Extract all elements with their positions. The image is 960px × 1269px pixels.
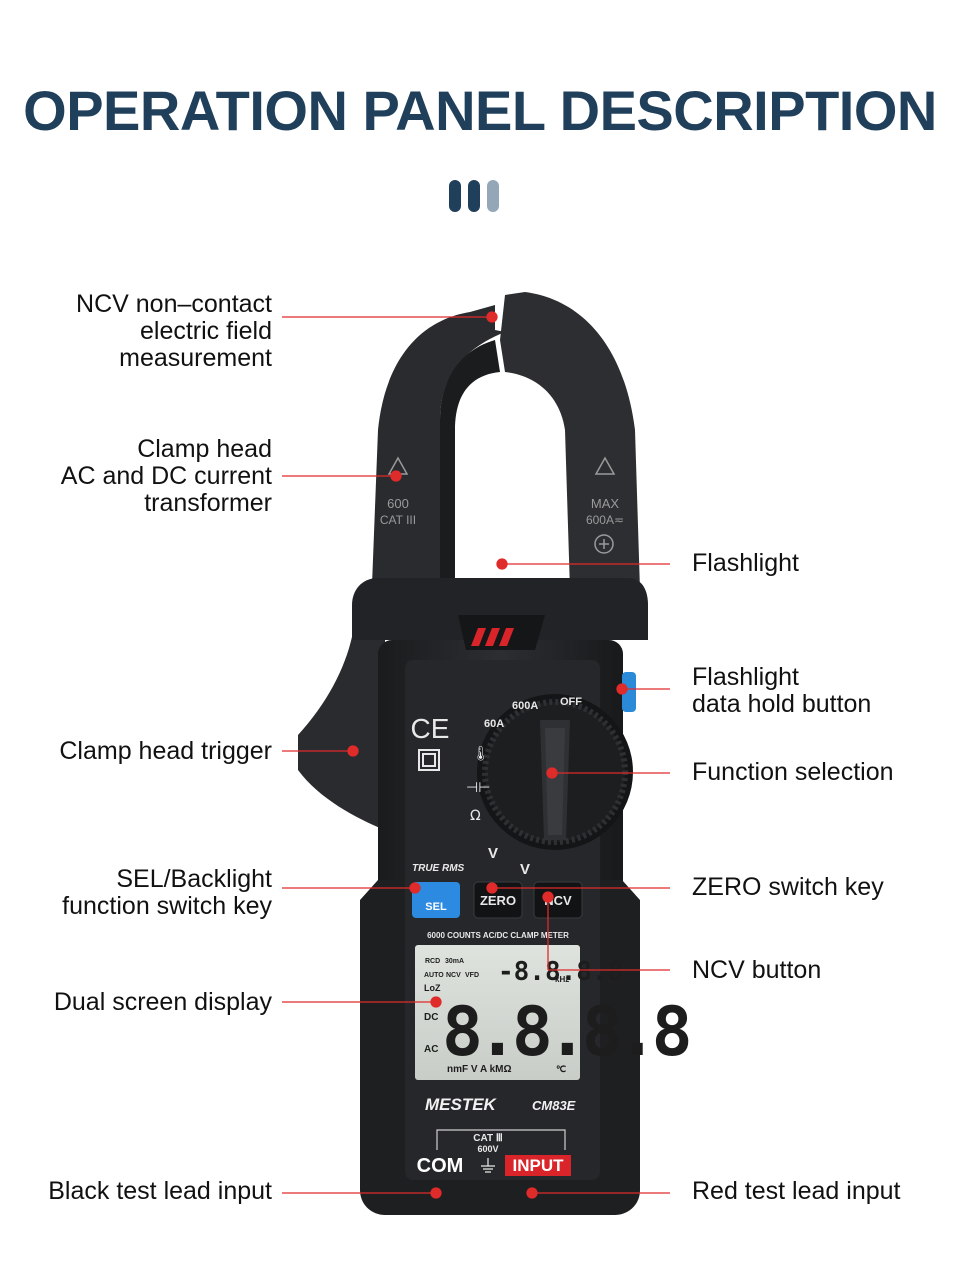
svg-text:AUTO: AUTO	[424, 972, 444, 979]
zero-button	[473, 881, 523, 919]
svg-text:NCV: NCV	[446, 972, 461, 979]
svg-text:SEL: SEL	[425, 901, 447, 913]
label-black-lead-input: Black test lead input	[48, 1177, 272, 1205]
svg-text:6000 COUNTS AC/DC CLAMP METER: 6000 COUNTS AC/DC CLAMP METER	[427, 931, 569, 940]
label-function-selection: Function selection	[692, 758, 894, 786]
svg-text:CAT Ⅲ: CAT Ⅲ	[473, 1133, 503, 1144]
page-title: OPERATION PANEL DESCRIPTION	[23, 79, 937, 142]
label-dual-screen: Dual screen display	[53, 988, 272, 1016]
svg-text:ZERO: ZERO	[480, 893, 516, 908]
label-red-lead-input: Red test lead input	[692, 1177, 901, 1205]
sel-button	[412, 882, 460, 918]
clamp-head	[372, 305, 505, 590]
label-flashlight-hold: Flashlight data hold button	[692, 663, 872, 718]
svg-text:COM: COM	[417, 1155, 464, 1177]
svg-text:⊣⊢: ⊣⊢	[466, 780, 490, 796]
label-clamp-trigger: Clamp head trigger	[59, 737, 272, 765]
label-flashlight: Flashlight	[692, 549, 799, 577]
svg-text:60A: 60A	[484, 718, 504, 730]
label-zero-key: ZERO switch key	[692, 873, 884, 901]
label-clamp-head: Clamp head AC and DC current transformer	[60, 435, 272, 517]
svg-text:RCD: RCD	[425, 958, 440, 965]
clamp-head-right	[500, 292, 640, 590]
svg-text:8.8.8.8: 8.8.8.8	[442, 993, 689, 1072]
svg-text:CM83E: CM83E	[532, 1098, 576, 1113]
svg-text:30mA: 30mA	[445, 958, 464, 965]
clamp-trigger	[298, 620, 385, 830]
svg-text:AC: AC	[424, 1044, 438, 1055]
svg-text:MAX: MAX	[591, 496, 620, 511]
label-ncv-measurement: NCV non–contact electric field measureme…	[76, 290, 272, 372]
svg-text:600: 600	[387, 496, 409, 511]
svg-text:600A: 600A	[512, 700, 538, 712]
svg-text:CAT III: CAT III	[380, 513, 416, 527]
lcd-display	[415, 945, 580, 1080]
hold-button	[622, 672, 636, 712]
svg-text:V: V	[520, 861, 530, 878]
label-ncv-button: NCV button	[692, 956, 822, 984]
svg-text:nmF V A kMΩ: nmF V A kMΩ	[447, 1064, 512, 1075]
svg-text:MESTEK: MESTEK	[425, 1095, 498, 1114]
svg-text:kHz: kHz	[555, 975, 569, 984]
label-sel-backlight: SEL/Backlight function switch key	[62, 865, 272, 920]
svg-text:-8.8.8.8: -8.8.8.8	[498, 957, 623, 987]
svg-text:VFD: VFD	[465, 972, 479, 979]
svg-text:OFF: OFF	[560, 696, 582, 708]
svg-text:V: V	[488, 845, 498, 862]
svg-text:Ω: Ω	[470, 808, 481, 824]
svg-text:℃: ℃	[556, 1064, 566, 1074]
svg-text:🌡: 🌡	[472, 746, 490, 762]
svg-text:LoZ: LoZ	[424, 983, 441, 993]
svg-text:INPUT: INPUT	[513, 1156, 565, 1175]
svg-text:DC: DC	[424, 1012, 438, 1023]
svg-text:600V: 600V	[477, 1144, 498, 1154]
svg-text:TRUE RMS: TRUE RMS	[412, 863, 465, 874]
svg-text:600A≂: 600A≂	[586, 513, 624, 527]
ce-mark-icon: CE	[411, 713, 450, 744]
ncv-button	[533, 881, 583, 919]
